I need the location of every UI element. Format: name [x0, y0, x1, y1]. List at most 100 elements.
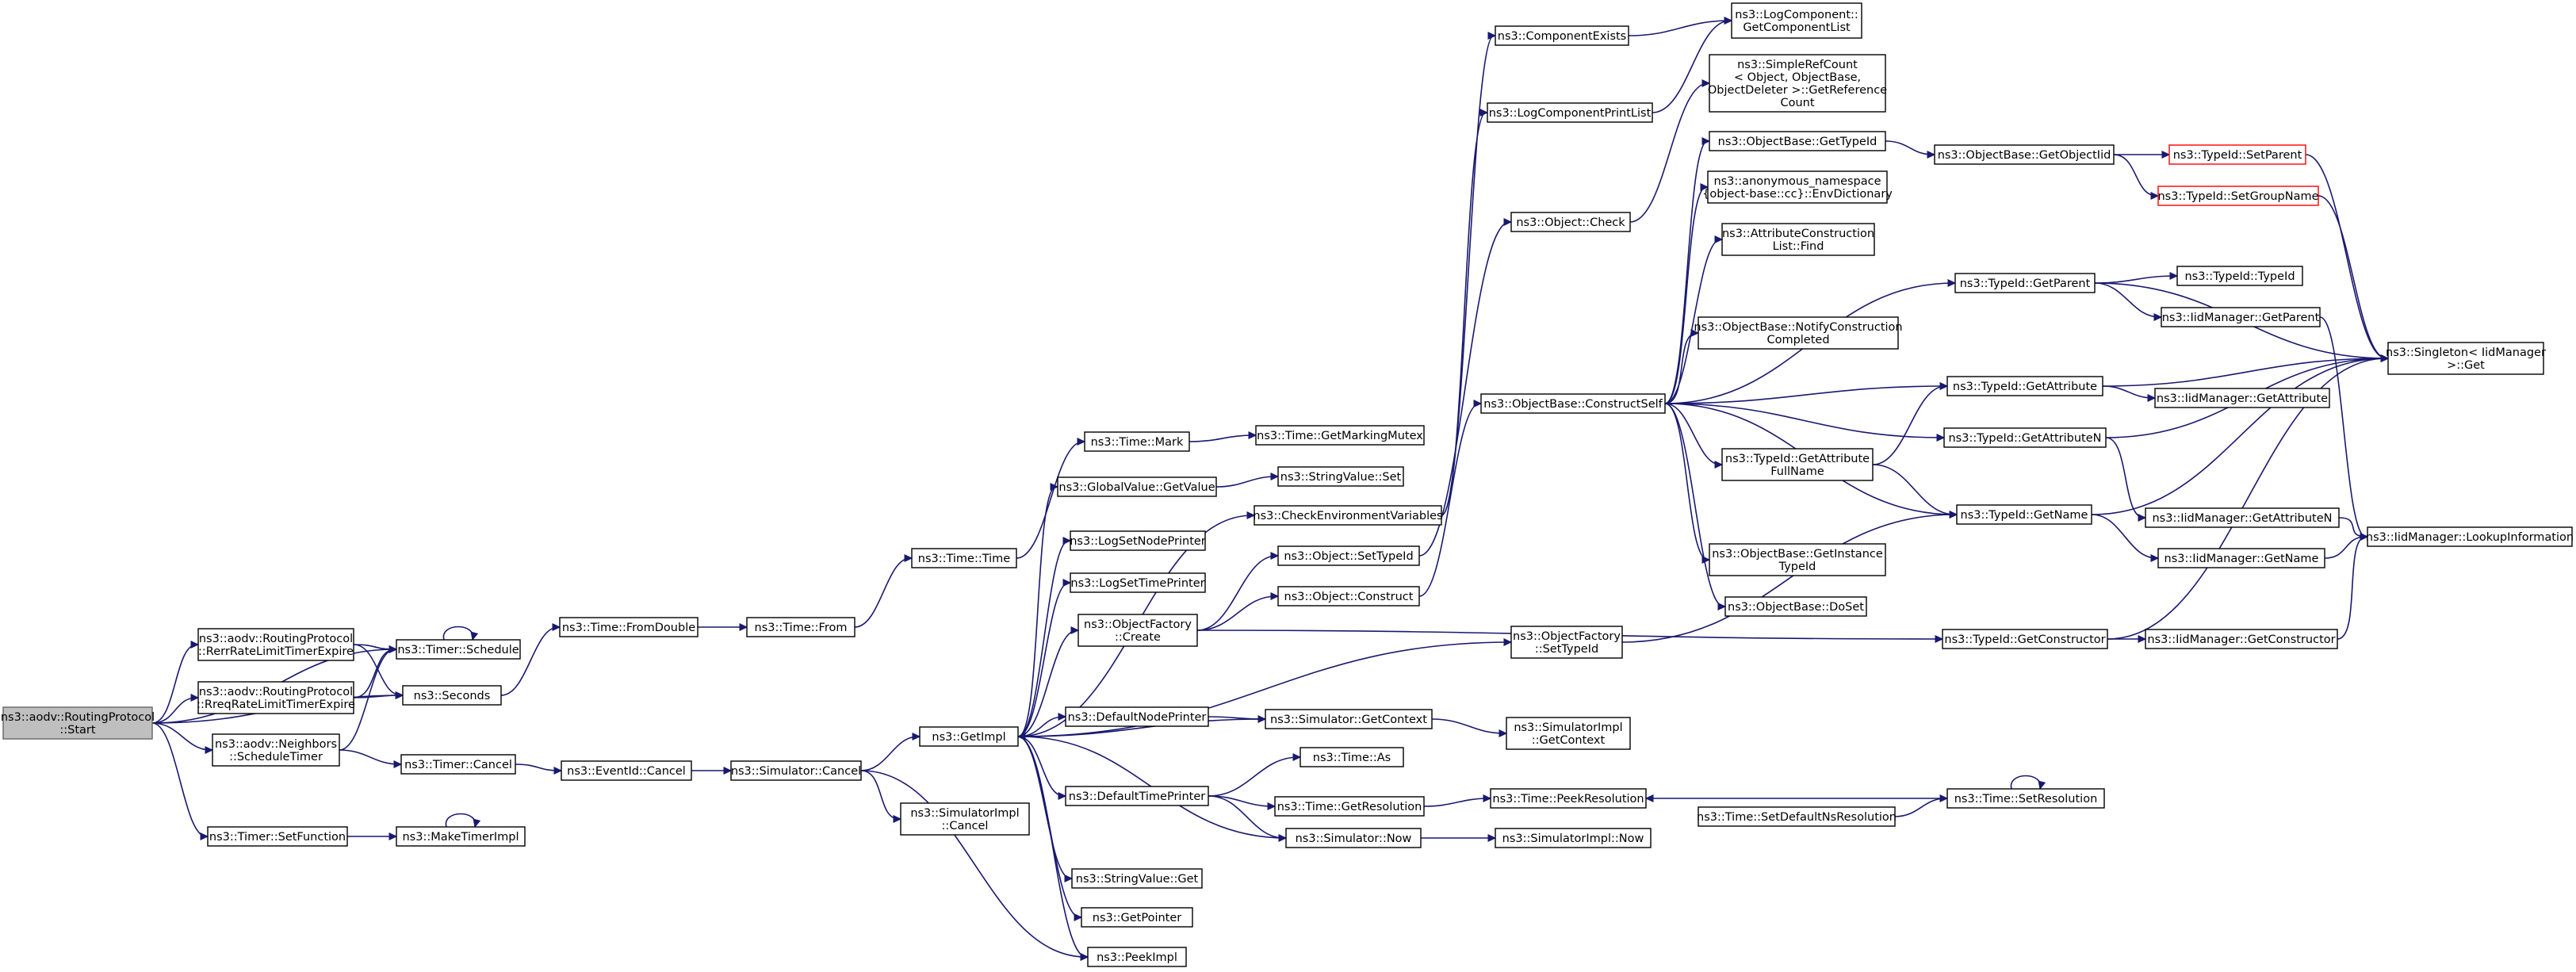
edge-simcancel-to-getimpl: [860, 733, 921, 771]
node-iidgetname[interactable]: ns3::IidManager::GetName: [2157, 548, 2325, 568]
node-setfunction[interactable]: ns3::Timer::SetFunction: [207, 826, 348, 847]
node-objfactorycreate[interactable]: ns3::ObjectFactory::Create: [1077, 614, 1198, 647]
node-stringset[interactable]: ns3::StringValue::Set: [1277, 466, 1404, 487]
node-getimpl[interactable]: ns3::GetImpl: [919, 726, 1019, 747]
edge-constructself-to-typeidgetattributen: [1664, 403, 1946, 442]
node-envdict[interactable]: ns3::anonymous_namespace{object-base::cc…: [1702, 170, 1893, 204]
node-constructself[interactable]: ns3::ObjectBase::ConstructSelf: [1480, 393, 1666, 414]
node-timeas[interactable]: ns3::Time::As: [1299, 747, 1404, 767]
node-box: [1934, 144, 2115, 165]
node-simplerefcount[interactable]: ns3::SimpleRefCount< Object, ObjectBase,…: [1708, 54, 1887, 113]
node-peekresolution[interactable]: ns3::Time::PeekResolution: [1490, 788, 1647, 809]
edge-line: [1423, 798, 1490, 807]
node-simnow[interactable]: ns3::Simulator::Now: [1285, 828, 1422, 848]
node-typeidgetname[interactable]: ns3::TypeId::GetName: [1956, 504, 2092, 525]
node-label: ns3::Time::GetMarkingMutex: [1257, 430, 1423, 442]
node-label: ns3::Timer::SetFunction: [209, 831, 346, 844]
node-timetime[interactable]: ns3::Time::Time: [911, 548, 1017, 568]
node-objconstruct[interactable]: ns3::Object::Construct: [1277, 586, 1420, 607]
node-typeidgetparent[interactable]: ns3::TypeId::GetParent: [1954, 273, 2096, 293]
node-getmarkingmutex[interactable]: ns3::Time::GetMarkingMutex: [1255, 425, 1425, 446]
node-simcancel[interactable]: ns3::Simulator::Cancel: [730, 760, 862, 781]
node-rerr[interactable]: ns3::aodv::RoutingProtocol::RerrRateLimi…: [197, 628, 354, 661]
node-deftimeprinter[interactable]: ns3::DefaultTimePrinter: [1065, 786, 1209, 806]
node-eventcancel[interactable]: ns3::EventId::Cancel: [561, 760, 692, 781]
edge-arrowhead: [912, 733, 921, 740]
node-notifyconstruction[interactable]: ns3::ObjectBase::NotifyConstructionCompl…: [1694, 316, 1903, 350]
node-timefrom[interactable]: ns3::Time::From: [746, 617, 855, 637]
node-getresolution[interactable]: ns3::Time::GetResolution: [1274, 796, 1425, 817]
node-label: GetComponentList: [1743, 21, 1851, 34]
node-checkenv[interactable]: ns3::CheckEnvironmentVariables: [1253, 505, 1443, 526]
node-compexists[interactable]: ns3::ComponentExists: [1495, 25, 1629, 46]
node-timemark[interactable]: ns3::Time::Mark: [1084, 431, 1190, 452]
node-singletonget[interactable]: ns3::Singleton< IidManager >::Get: [2386, 342, 2546, 375]
node-iidgetattributen[interactable]: ns3::IidManager::GetAttributeN: [2145, 507, 2340, 528]
edge-arrowhead: [2169, 272, 2179, 280]
node-label: ::RreqRateLimitTimerExpire: [197, 698, 355, 711]
node-simimplnow[interactable]: ns3::SimulatorImpl::Now: [1495, 828, 1652, 848]
node-schedule[interactable]: ns3::Timer::Schedule: [396, 639, 521, 660]
node-seconds[interactable]: ns3::Seconds: [402, 685, 502, 706]
node-iidgetattribute[interactable]: ns3::IidManager::GetAttribute: [2154, 388, 2330, 408]
node-setdefaultnsres[interactable]: ns3::Time::SetDefaultNsResolution: [1697, 806, 1897, 827]
node-peekimpl[interactable]: ns3::PeekImpl: [1087, 947, 1187, 967]
edge-arrowhead: [1058, 713, 1067, 721]
node-box: [2176, 266, 2303, 286]
node-timercancel[interactable]: ns3::Timer::Cancel: [400, 754, 516, 775]
node-lognodeprinter[interactable]: ns3::LogSetNodePrinter: [1070, 530, 1206, 551]
node-start[interactable]: ns3::aodv::RoutingProtocol::Start: [1, 706, 155, 740]
node-typeidgetattributen[interactable]: ns3::TypeId::GetAttributeN: [1943, 427, 2107, 448]
node-stringget[interactable]: ns3::StringValue::Get: [1071, 868, 1203, 889]
node-defnodeprinter[interactable]: ns3::DefaultNodePrinter: [1065, 706, 1209, 727]
node-doset[interactable]: ns3::ObjectBase::DoSet: [1724, 596, 1867, 617]
node-setresolution[interactable]: ns3::Time::SetResolution: [1946, 788, 2105, 809]
edge-constructself-to-doset: [1664, 403, 1727, 610]
node-typeidgetconstructor[interactable]: ns3::TypeId::GetConstructor: [1942, 629, 2108, 649]
node-setgroupname[interactable]: ns3::TypeId::SetGroupName: [2157, 186, 2319, 206]
edge-setresolution-to-setresolution: [2010, 775, 2046, 790]
node-objcheck[interactable]: ns3::Object::Check: [1510, 212, 1631, 232]
node-label: ns3::MakeTimerImpl: [402, 831, 519, 844]
edge-line: [1664, 239, 1721, 404]
node-typeidgetattribute[interactable]: ns3::TypeId::GetAttribute: [1946, 376, 2103, 396]
edge-line: [1016, 441, 1084, 559]
node-getcomplist[interactable]: ns3::LogComponent::GetComponentList: [1731, 2, 1862, 39]
node-rreq[interactable]: ns3::aodv::RoutingProtocol::RreqRateLimi…: [197, 681, 355, 714]
node-getobjectiid[interactable]: ns3::ObjectBase::GetObjectIid: [1934, 144, 2115, 165]
edge-line: [2102, 385, 2154, 399]
node-objfactorysettypeid[interactable]: ns3::ObjectFactory::SetTypeId: [1510, 626, 1623, 659]
node-box: [1255, 425, 1425, 446]
node-box: [1707, 170, 1888, 204]
node-simimplgetcontext[interactable]: ns3::SimulatorImpl::GetContext: [1506, 717, 1631, 750]
edge-arrowhead: [1927, 151, 1936, 159]
edge-line: [2102, 358, 2387, 387]
node-simgetcontext[interactable]: ns3::Simulator::GetContext: [1265, 709, 1433, 729]
node-setparent[interactable]: ns3::TypeId::SetParent: [2168, 144, 2306, 165]
node-logprintlist[interactable]: ns3::LogComponentPrintList: [1487, 102, 1653, 123]
node-iidgetconstructor[interactable]: ns3::IidManager::GetConstructor: [2145, 629, 2338, 649]
node-box: [1480, 393, 1666, 414]
node-simimplcancel[interactable]: ns3::SimulatorImpl::Cancel: [900, 802, 1030, 836]
node-box: [2157, 548, 2325, 568]
node-maketimer[interactable]: ns3::MakeTimerImpl: [396, 826, 526, 847]
node-neighbors[interactable]: ns3::aodv::Neighbors::ScheduleTimer: [212, 733, 340, 767]
edge-objsettypeid-to-objcheck: [1418, 218, 1513, 557]
node-objsettypeid[interactable]: ns3::Object::SetTypeId: [1277, 545, 1420, 566]
node-box: [1265, 709, 1433, 729]
node-label: Count: [1780, 97, 1814, 109]
node-iidgetparent[interactable]: ns3::IidManager::GetParent: [2161, 307, 2321, 327]
node-label: ns3::IidManager::LookupInformation: [2366, 531, 2574, 544]
node-globalvalue[interactable]: ns3::GlobalValue::GetValue: [1057, 476, 1217, 497]
node-lookupinfo[interactable]: ns3::IidManager::LookupInformation: [2366, 526, 2574, 547]
node-objbasegettypeid[interactable]: ns3::ObjectBase::GetTypeId: [1709, 131, 1886, 151]
edge-arrowhead: [1935, 635, 1944, 643]
node-typeidtypeid[interactable]: ns3::TypeId::TypeId: [2176, 266, 2303, 286]
edge-getimpl-to-logtimeprinter: [1017, 579, 1072, 737]
node-logtimeprinter[interactable]: ns3::LogSetTimePrinter: [1070, 572, 1206, 593]
node-fromdouble[interactable]: ns3::Time::FromDouble: [559, 617, 699, 637]
node-getpointer[interactable]: ns3::GetPointer: [1081, 907, 1193, 928]
